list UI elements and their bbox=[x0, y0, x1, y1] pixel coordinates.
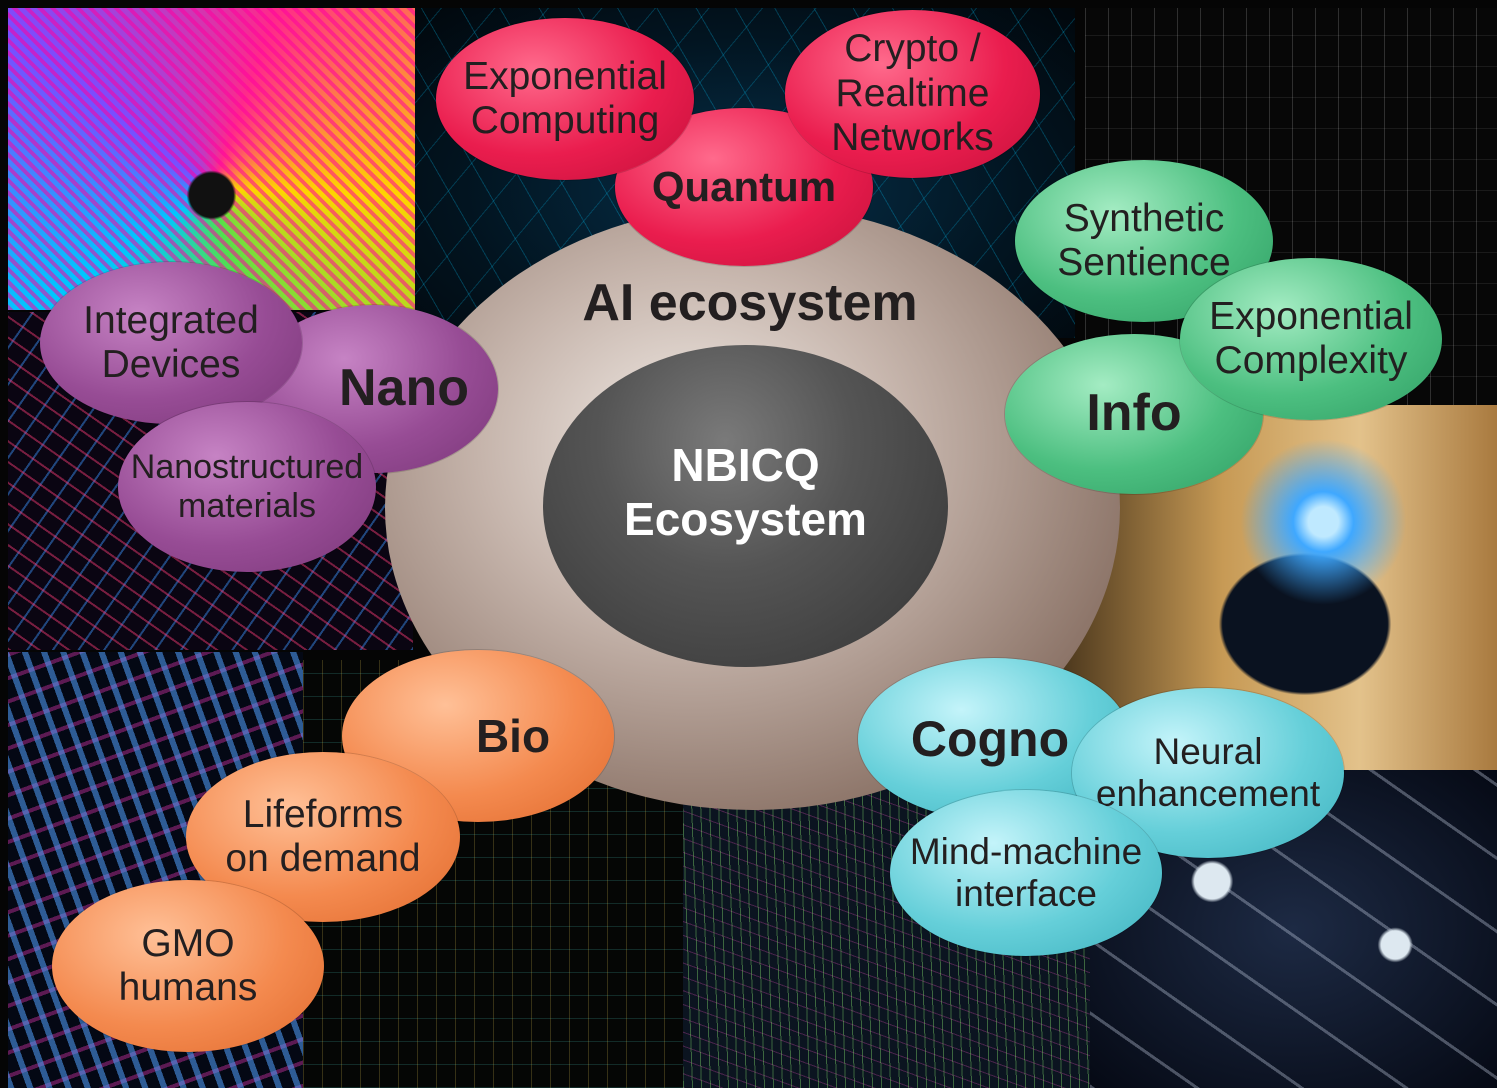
exponential-computing-line1: Exponential bbox=[463, 54, 667, 98]
nbicq-label: NBICQ Ecosystem bbox=[543, 438, 948, 546]
cogno-label: Cogno bbox=[910, 710, 1070, 767]
nbicq-core bbox=[543, 345, 948, 667]
quantum-label: Quantum bbox=[651, 163, 837, 211]
exponential-complexity-line2: Complexity bbox=[1214, 339, 1408, 382]
lifeforms-on-demand-bubble: Lifeforms on demand bbox=[186, 752, 460, 922]
synthetic-sentience-bubble: Synthetic Sentience bbox=[1015, 160, 1273, 322]
synthetic-sentience-line2: Sentience bbox=[1057, 241, 1231, 284]
neural-enhancement-line1: Neural bbox=[1153, 730, 1263, 772]
nbicq-label-line2: Ecosystem bbox=[624, 493, 867, 545]
crypto-networks-line2: Realtime bbox=[835, 71, 990, 115]
gmo-humans-line1: GMO bbox=[141, 921, 235, 965]
neural-enhancement-bubble: Neural enhancement bbox=[1072, 688, 1344, 858]
mind-machine-interface-bubble: Mind-machine interface bbox=[890, 790, 1162, 956]
nanostructured-materials-bubble: Nanostructured materials bbox=[118, 402, 376, 572]
mind-machine-interface-line2: interface bbox=[955, 873, 1097, 914]
nanostructured-materials-line1: Nanostructured bbox=[130, 448, 364, 487]
gmo-humans-bubble: GMO humans bbox=[52, 880, 324, 1052]
exponential-complexity-line1: Exponential bbox=[1209, 294, 1413, 338]
ai-ecosystem-label: AI ecosystem bbox=[582, 274, 918, 332]
info-label: Info bbox=[1086, 384, 1182, 443]
nanostructured-materials-line2: materials bbox=[178, 487, 316, 525]
neural-enhancement-line2: enhancement bbox=[1095, 773, 1321, 814]
lifeforms-on-demand-line1: Lifeforms bbox=[242, 792, 404, 836]
integrated-devices-line1: Integrated bbox=[83, 298, 259, 342]
nbicq-label-line1: NBICQ bbox=[671, 439, 820, 491]
crypto-networks-line1: Crypto / bbox=[844, 27, 981, 71]
exponential-complexity-bubble: Exponential Complexity bbox=[1180, 258, 1442, 420]
synthetic-sentience-line1: Synthetic bbox=[1063, 196, 1225, 240]
integrated-devices-bubble: Integrated Devices bbox=[40, 262, 302, 424]
nano-circuit-image bbox=[8, 8, 415, 310]
exponential-computing-line2: Computing bbox=[470, 99, 660, 142]
gmo-humans-line2: humans bbox=[118, 966, 258, 1009]
exponential-computing-bubble: Exponential Computing bbox=[436, 18, 694, 180]
crypto-networks-line3: Networks bbox=[831, 116, 994, 160]
lifeforms-on-demand-line2: on demand bbox=[225, 837, 421, 880]
nano-label: Nano bbox=[339, 359, 469, 418]
integrated-devices-line2: Devices bbox=[101, 343, 241, 386]
crypto-networks-bubble: Crypto / Realtime Networks bbox=[785, 10, 1040, 178]
bio-label: Bio bbox=[475, 709, 551, 762]
mind-machine-interface-line1: Mind-machine bbox=[909, 830, 1143, 872]
